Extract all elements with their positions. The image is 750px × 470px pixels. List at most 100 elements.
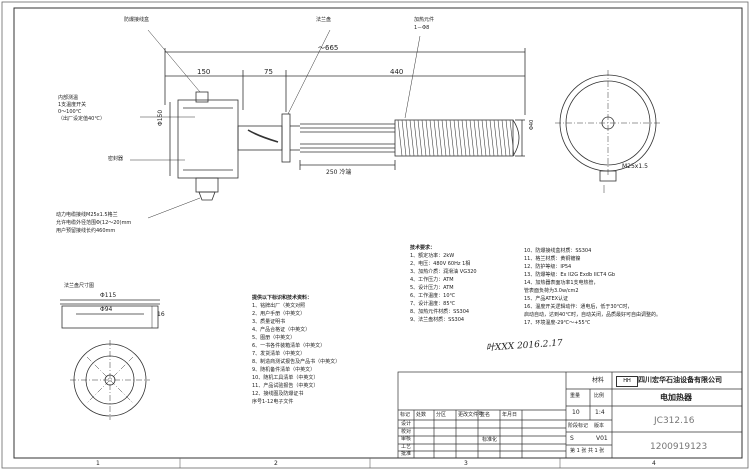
- thermostat-line-3: 0～100℃: [58, 109, 82, 115]
- coil-hatch-line: [453, 119, 459, 157]
- coil-hatch-line: [469, 119, 475, 157]
- deliverable-item-10: 10、随机工具清单（中英文）: [252, 375, 319, 381]
- deliverable-item-7: 7、发货清单（中英文）: [252, 351, 306, 357]
- tech-req-title: 技术要求：: [410, 245, 436, 251]
- flange-title: 法兰盘尺寸图: [64, 283, 95, 289]
- revision-header-5: 签名: [480, 412, 491, 418]
- sign-row-label-2: 校对: [401, 428, 412, 435]
- heating-coil-hatch: [397, 119, 515, 157]
- heater-side-view: [130, 29, 526, 219]
- thread-spec-end-view: M25x1.5: [622, 163, 648, 170]
- coil-hatch-line: [505, 119, 511, 157]
- deliverable-item-3: 3、质量证明书: [252, 319, 286, 325]
- revision-header-6: 年月日: [502, 412, 518, 418]
- coil-hatch-line: [445, 119, 451, 157]
- tech-req-right-item-1: 10、防爆接线盒材质：SS304: [524, 248, 592, 254]
- coil-hatch-line: [397, 119, 403, 157]
- coil-hatch-line: [501, 119, 507, 157]
- revision-header-4: 更改文件号: [458, 412, 484, 418]
- coil-hatch-line: [437, 119, 443, 157]
- sign-row-label-3: 审核: [401, 436, 412, 443]
- cable-note-line-2: 允许电缆外径范围Φ(12～20)mm: [56, 220, 132, 226]
- thermostat-line-4: （出厂设定值40℃）: [58, 116, 105, 122]
- coil-hatch-line: [497, 119, 503, 157]
- deliverable-item-2: 2、用户手册（中英文）: [252, 311, 306, 317]
- flange-dim-phi115: Φ115: [100, 292, 117, 299]
- zone-3: 3: [464, 460, 468, 467]
- coil-hatch-line: [421, 119, 427, 157]
- flange-dim-phi94: Φ94: [100, 306, 113, 313]
- version-value: V01: [596, 435, 608, 442]
- flange-dim-16: 16: [157, 311, 165, 318]
- dim-overall-length: ～665: [318, 44, 339, 52]
- dim-150: 150: [197, 68, 211, 76]
- company-logo: HH: [616, 376, 638, 387]
- coil-hatch-line: [441, 119, 447, 157]
- revision-header-3: 分区: [436, 412, 447, 418]
- coil-hatch-line: [405, 119, 411, 157]
- tech-req-right-item-4: 13、防爆等级：Ex II2G Exdb IICT4 Gb: [524, 272, 616, 278]
- cable-note-line-3: 用户预留接线长约460mm: [56, 228, 116, 234]
- tech-req-right-item-9: 启动自动，达到40℃时，自动关闭，品质最好可自由调整的。: [524, 312, 661, 318]
- dim-phi40: Φ40: [529, 119, 535, 130]
- tech-req-left-item-6: 6、工作温度：10℃: [410, 293, 456, 299]
- coil-hatch-line: [489, 119, 495, 157]
- deliverable-item-8: 8、制造商测试报告及产品书（中英文）: [252, 359, 341, 365]
- deliverable-item-5: 5、图册（中英文）: [252, 335, 296, 341]
- flange-detail: [60, 299, 160, 420]
- deliverable-item-4: 4、产品合格证（中英文）: [252, 327, 311, 333]
- sign-row-label-5: 批准: [401, 451, 412, 458]
- dim-cold-end-250: 250 冷端: [326, 169, 352, 176]
- coil-hatch-line: [413, 119, 419, 157]
- scale-label: 比例: [594, 393, 605, 399]
- heater-end-view: [555, 70, 661, 193]
- coil-hatch-line: [425, 119, 431, 157]
- coil-hatch-line: [473, 119, 479, 157]
- tech-req-right-item-7: 15、产品ATEX认证: [524, 296, 569, 302]
- coil-hatch-line: [493, 119, 499, 157]
- tech-requirements-left: 技术要求： 1、额定功率：2kW 2、电压：480V 60Hz 1相 3、加热介质：…: [410, 246, 477, 323]
- standardization-label: 标准化: [482, 437, 498, 443]
- dim-phi150: Φ150: [157, 109, 164, 126]
- coil-hatch-line: [409, 119, 415, 157]
- coil-hatch-line: [461, 119, 467, 157]
- callout-heating-element-spec: 1－Φ8: [414, 25, 430, 31]
- serial-number: 1200919123: [650, 442, 708, 452]
- coil-hatch-line: [457, 119, 463, 157]
- scale-value: 1:4: [595, 409, 605, 416]
- callout-junction-box: 防爆接线盒: [124, 17, 150, 23]
- tech-req-left-item-5: 5、设计压力：ATM: [410, 285, 454, 291]
- coil-hatch-line: [509, 119, 515, 157]
- deliverable-item-6: 6、一书各件装箱清单（中英文）: [252, 343, 326, 349]
- tech-requirements-right: 10、防爆接线盒材质：SS304 11、格兰材质：黄铜镀镍 12、防护等级：IP54…: [524, 246, 661, 326]
- tech-req-right-item-8: 16、温度开关逻辑动作：通电后，低于30℃时，: [524, 304, 633, 310]
- tech-req-left-item-7: 7、设计温度：85℃: [410, 301, 456, 307]
- tech-req-left-item-3: 3、加热介质：润滑油 VG320: [410, 269, 477, 275]
- tech-req-left-item-9: 9、法兰盘材质：SS304: [410, 317, 465, 323]
- deliverables-footer: 序号1-12电子文件: [252, 399, 294, 405]
- tech-req-right-item-10: 17、环境温度-29℃～+55℃: [524, 320, 591, 326]
- revision-header-1: 标记: [400, 412, 411, 418]
- coil-hatch-line: [485, 119, 491, 157]
- tech-req-left-item-8: 8、加热元件材质：SS304: [410, 309, 470, 315]
- thermostat-line-1: 内部测温: [58, 95, 79, 101]
- tech-req-right-item-2: 11、格兰材质：黄铜镀镍: [524, 256, 581, 262]
- dim-440: 440: [390, 68, 404, 76]
- coil-hatch-line: [417, 119, 423, 157]
- stage-value: S: [570, 435, 574, 442]
- tech-req-right-item-3: 12、防护等级：IP54: [524, 264, 572, 270]
- coil-hatch-line: [429, 119, 435, 157]
- tech-req-left-item-4: 4、工作压力：ATM: [410, 277, 454, 283]
- callout-heating-element: 加热元件: [414, 17, 435, 23]
- tech-req-right-item-6: 管表面负荷为3.0w/cm2: [524, 288, 579, 294]
- drawing-name: 电加热器: [660, 393, 692, 402]
- tech-req-left-item-1: 1、额定功率：2kW: [410, 253, 455, 259]
- tech-req-left-item-2: 2、电压：480V 60Hz 1相: [410, 261, 471, 267]
- inner-thermostat-note: 内部测温 1支温度开关 0～100℃ （出厂设定值40℃）: [58, 96, 105, 122]
- deliverables-title: 提供以下标识和技术资料：: [252, 295, 313, 301]
- cable-note-line-1: 动力电缆接线M25x1.5格兰: [56, 212, 118, 218]
- deliverable-item-11: 11、产品试验报告（中英文）: [252, 383, 319, 389]
- stage-label: 阶段标记: [568, 423, 589, 429]
